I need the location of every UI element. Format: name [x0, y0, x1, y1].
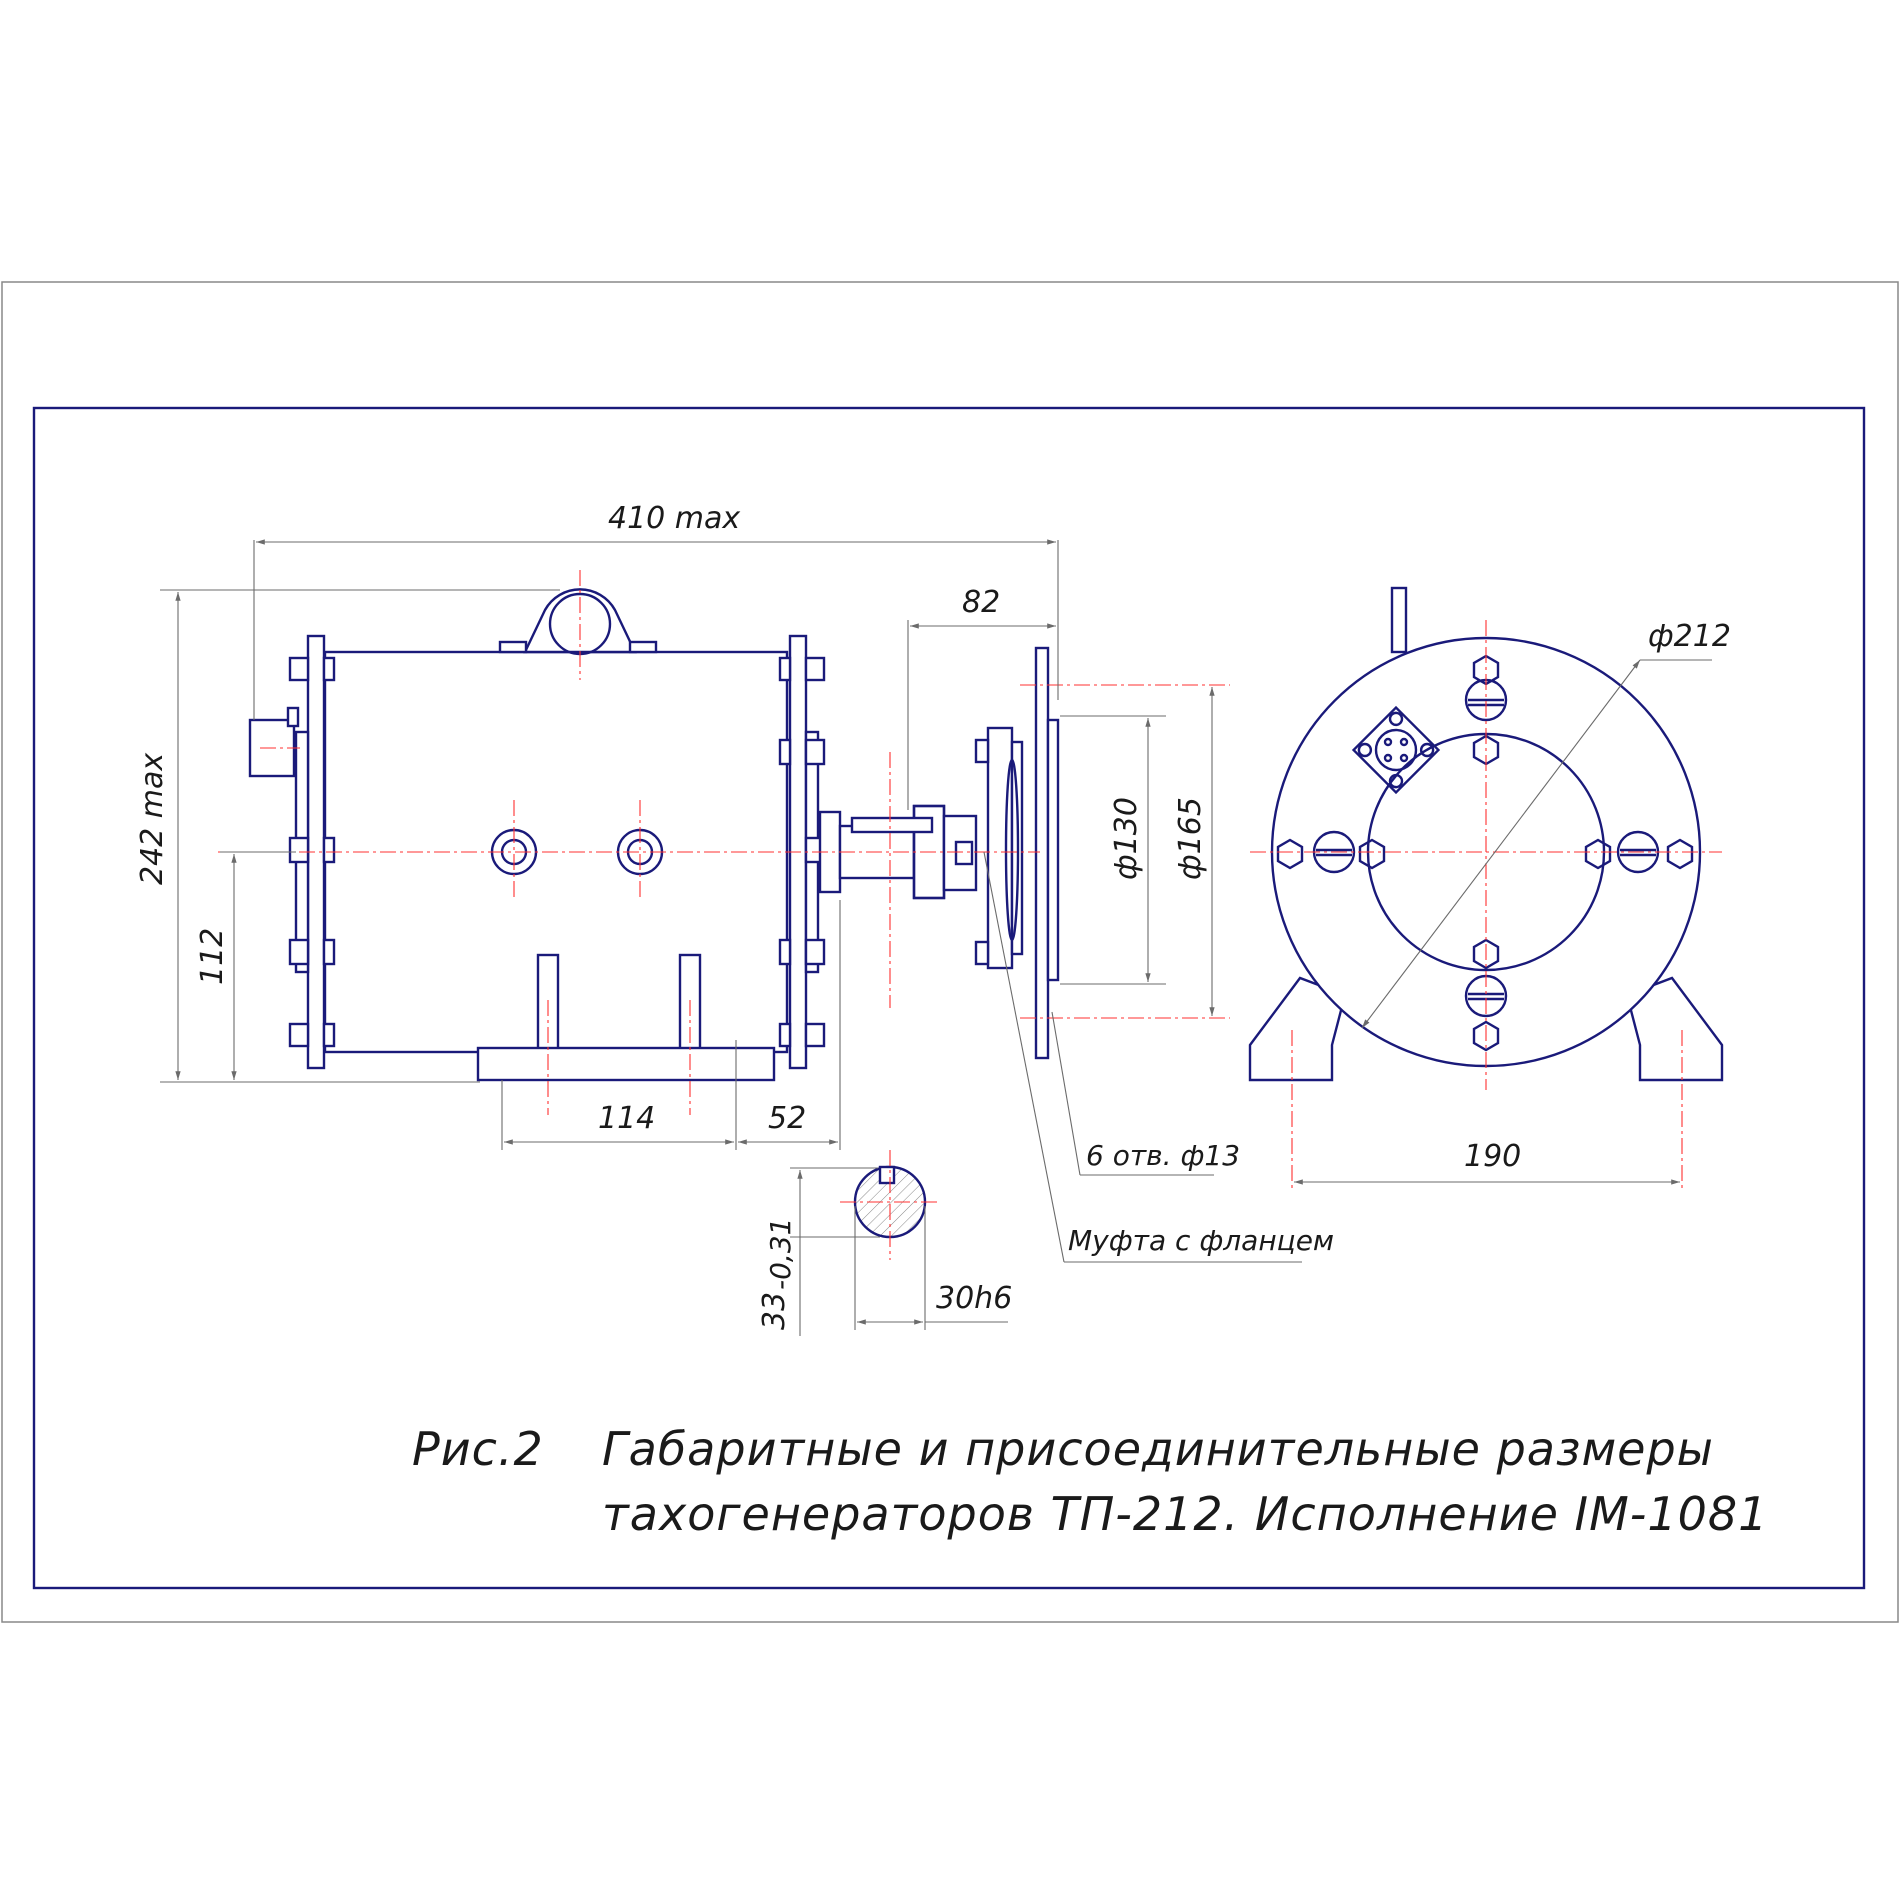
dim-diameter-165: ф165	[1173, 797, 1208, 880]
caption-line-2: тахогенераторов ТП-212. Исполнение IM-10…	[602, 1487, 1768, 1541]
front-foot-right	[1625, 976, 1724, 1082]
mounting-feet	[476, 953, 776, 1082]
side-view: 410 max 242 max 112 114 52 82 ф130 ф165 …	[135, 501, 1334, 1263]
dim-overall-height: 242 max	[135, 753, 170, 885]
callout-holes: 6 отв. ф13	[1086, 1139, 1240, 1172]
shaft-section: 33 -0,31 30h6	[757, 1150, 1012, 1336]
left-bolts	[288, 656, 336, 1048]
lifting-eye	[498, 588, 658, 656]
caption-figure-number: Рис.2	[412, 1422, 544, 1476]
caption: Рис.2 Габаритные и присоединительные раз…	[412, 1422, 1768, 1541]
dim-foot-span: 114	[598, 1101, 655, 1136]
front-foot-left	[1248, 976, 1347, 1082]
dim-key-height: 33	[757, 1292, 792, 1330]
dim-overall-length: 410 max	[608, 501, 740, 536]
sheet-border	[1, 281, 1899, 1623]
dim-diameter-130: ф130	[1109, 797, 1144, 880]
shaft-coupling	[818, 646, 1060, 1060]
caption-line-1: Габаритные и присоединительные размеры	[602, 1422, 1714, 1476]
dim-key-height-tolerance: -0,31	[764, 1218, 797, 1290]
dim-diameter-212: ф212	[1648, 619, 1731, 654]
dim-shaft-fit: 30h6	[936, 1281, 1012, 1316]
dim-foot-offset: 52	[768, 1101, 806, 1136]
dim-foot-width: 190	[1464, 1139, 1521, 1174]
dim-shaft-extension: 82	[962, 585, 1000, 620]
front-view: ф212 190	[1248, 586, 1731, 1190]
dim-shaft-height: 112	[195, 928, 230, 985]
drawing-frame	[32, 406, 1866, 1590]
callout-coupling: Муфта с фланцем	[1068, 1224, 1334, 1257]
